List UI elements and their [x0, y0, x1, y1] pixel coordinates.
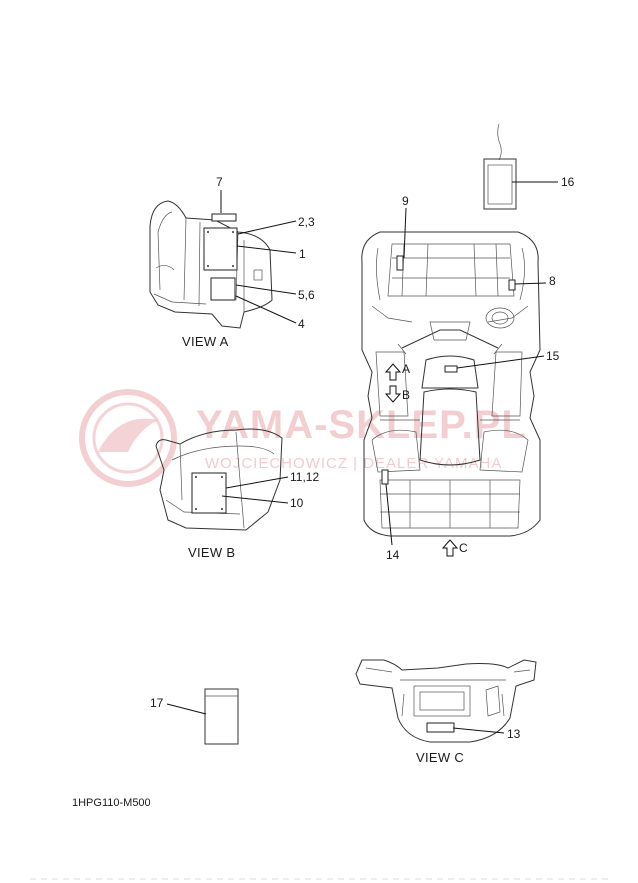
- arrow-down-icon-b: [384, 385, 402, 403]
- view-c-decal-13: [426, 722, 455, 733]
- callout-10: 10: [290, 496, 304, 510]
- view-arrow-c-label: C: [459, 541, 468, 555]
- view-a-decal-7: [211, 213, 237, 222]
- callout-8: 8: [549, 274, 556, 288]
- view-b-caption: VIEW B: [188, 545, 235, 560]
- view-b-decal-10: [191, 472, 227, 514]
- view-b-leaders: [221, 476, 289, 504]
- atv-decal-8: [508, 279, 516, 291]
- view-a-decal-4: [210, 277, 236, 301]
- atv-decal-9: [396, 255, 404, 271]
- manual-booklet-illustration: [204, 688, 239, 745]
- callout-14: 14: [386, 548, 400, 562]
- view-arrow-a-label: A: [402, 362, 410, 376]
- view-arrow-b-label: B: [402, 388, 410, 402]
- hang-tag-illustration: [483, 123, 517, 210]
- watermark-logo-icon: [79, 389, 177, 487]
- callout-15: 15: [546, 349, 560, 363]
- callout-17: 17: [150, 696, 164, 710]
- arrow-up-icon-a: [384, 363, 402, 381]
- view-a-illustration: [149, 200, 273, 329]
- callout-4: 4: [298, 317, 305, 331]
- callout-16: 16: [561, 175, 575, 189]
- callout-5-6: 5,6: [298, 288, 315, 302]
- callout-13: 13: [507, 727, 521, 741]
- view-a-decal-1: [203, 227, 238, 271]
- callout-7: 7: [216, 175, 223, 189]
- watermark: YAMA-SKLEP.PL WOJCIECHOWICZ | DEALER YAM…: [79, 389, 527, 487]
- atv-decal-14: [381, 469, 389, 485]
- atv-top-view-illustration: [361, 231, 541, 537]
- callout-11-12: 11,12: [290, 470, 319, 484]
- reference-code: 1HPG110-M500: [72, 797, 151, 809]
- callout-1: 1: [299, 247, 306, 261]
- view-a-leaders: [220, 190, 297, 324]
- view-b-illustration: [155, 428, 283, 531]
- watermark-subtext: WOJCIECHOWICZ | DEALER YAMAHA: [205, 455, 502, 472]
- atv-leaders: [385, 207, 547, 546]
- atv-decal-15: [444, 365, 458, 373]
- callout-2-3: 2,3: [298, 215, 315, 229]
- watermark-text: YAMA-SKLEP.PL: [196, 403, 527, 447]
- view-c-illustration: [355, 659, 537, 743]
- arrow-up-icon-c: [441, 539, 459, 557]
- view-a-caption: VIEW A: [182, 334, 229, 349]
- view-c-caption: VIEW C: [416, 750, 464, 765]
- callout-9: 9: [402, 194, 409, 208]
